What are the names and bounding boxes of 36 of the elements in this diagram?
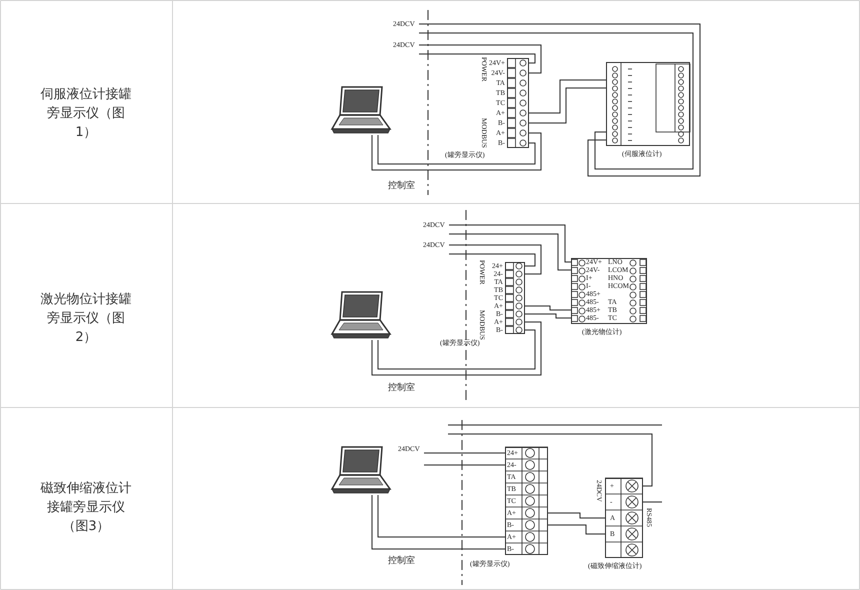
wire <box>448 234 572 270</box>
terminal-block <box>606 62 690 146</box>
wire <box>448 434 652 486</box>
wire <box>424 464 506 466</box>
wire <box>372 322 542 376</box>
wire <box>548 512 606 518</box>
terminal-block <box>505 447 548 555</box>
wire <box>528 88 606 124</box>
terminal-block <box>507 58 529 148</box>
wire <box>524 306 572 310</box>
terminal-block <box>571 258 647 324</box>
wire <box>372 494 506 550</box>
laptop-drawing <box>330 290 392 340</box>
laptop-drawing <box>330 85 392 135</box>
wire <box>448 224 572 262</box>
wire <box>524 314 572 318</box>
wire <box>378 494 506 538</box>
terminal-block <box>605 478 643 558</box>
wire <box>372 132 542 170</box>
room-label: 控制室 <box>388 555 415 565</box>
wire <box>378 330 536 370</box>
room-label: 控制室 <box>388 382 415 392</box>
wire <box>448 244 542 274</box>
row-heading: 磁致伸缩液位计接罐旁显示仪（图3） <box>40 480 132 536</box>
wire <box>448 254 536 266</box>
wire <box>418 44 542 74</box>
row-heading: 激光物位计接罐旁显示仪（图2） <box>40 291 132 347</box>
laptop-drawing <box>330 445 392 495</box>
row-heading: 伺服液位计接罐旁显示仪（图1） <box>40 86 132 142</box>
terminal-block <box>505 262 525 334</box>
wire <box>424 452 506 454</box>
room-label: 控制室 <box>388 180 415 190</box>
wire <box>418 54 536 64</box>
wire <box>528 80 606 114</box>
wire <box>378 134 536 164</box>
wire <box>548 524 606 534</box>
